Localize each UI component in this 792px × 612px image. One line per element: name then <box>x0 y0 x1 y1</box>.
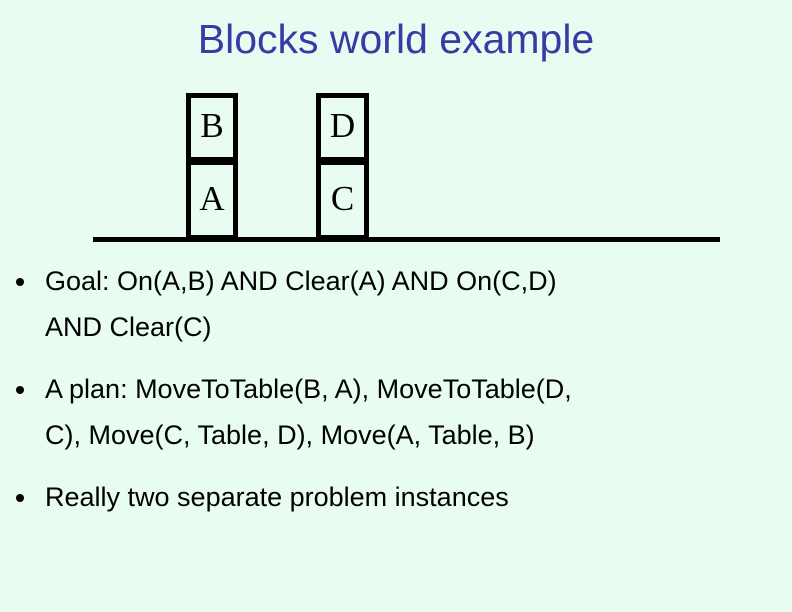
block-c: C <box>316 160 369 240</box>
bullet-list: Goal: On(A,B) AND Clear(A) AND On(C,D) A… <box>0 258 792 536</box>
list-item-text: Really two separate problem instances <box>45 482 509 512</box>
table-surface-line <box>93 237 720 242</box>
block-d-label: D <box>329 106 356 145</box>
bullet-dot-icon <box>16 278 24 286</box>
list-item-plan: A plan: MoveToTable(B, A), MoveToTable(D… <box>0 366 792 458</box>
block-d: D <box>316 93 369 162</box>
bullet-dot-icon <box>16 494 24 502</box>
list-item-text: A plan: MoveToTable(B, A), MoveToTable(D… <box>45 374 572 450</box>
block-b-label: B <box>200 106 224 145</box>
block-a: A <box>186 160 238 240</box>
bullet-dot-icon <box>16 386 24 394</box>
block-a-label: A <box>199 178 225 218</box>
list-item-text: Goal: On(A,B) AND Clear(A) AND On(C,D) A… <box>45 266 557 342</box>
list-item-remark: Really two separate problem instances <box>0 474 792 520</box>
page-title: Blocks world example <box>197 16 595 62</box>
list-item-goal: Goal: On(A,B) AND Clear(A) AND On(C,D) A… <box>0 258 792 350</box>
block-c-label: C <box>330 178 355 218</box>
block-b: B <box>186 93 238 162</box>
blocks-world-diagram: B A D C <box>0 0 792 250</box>
